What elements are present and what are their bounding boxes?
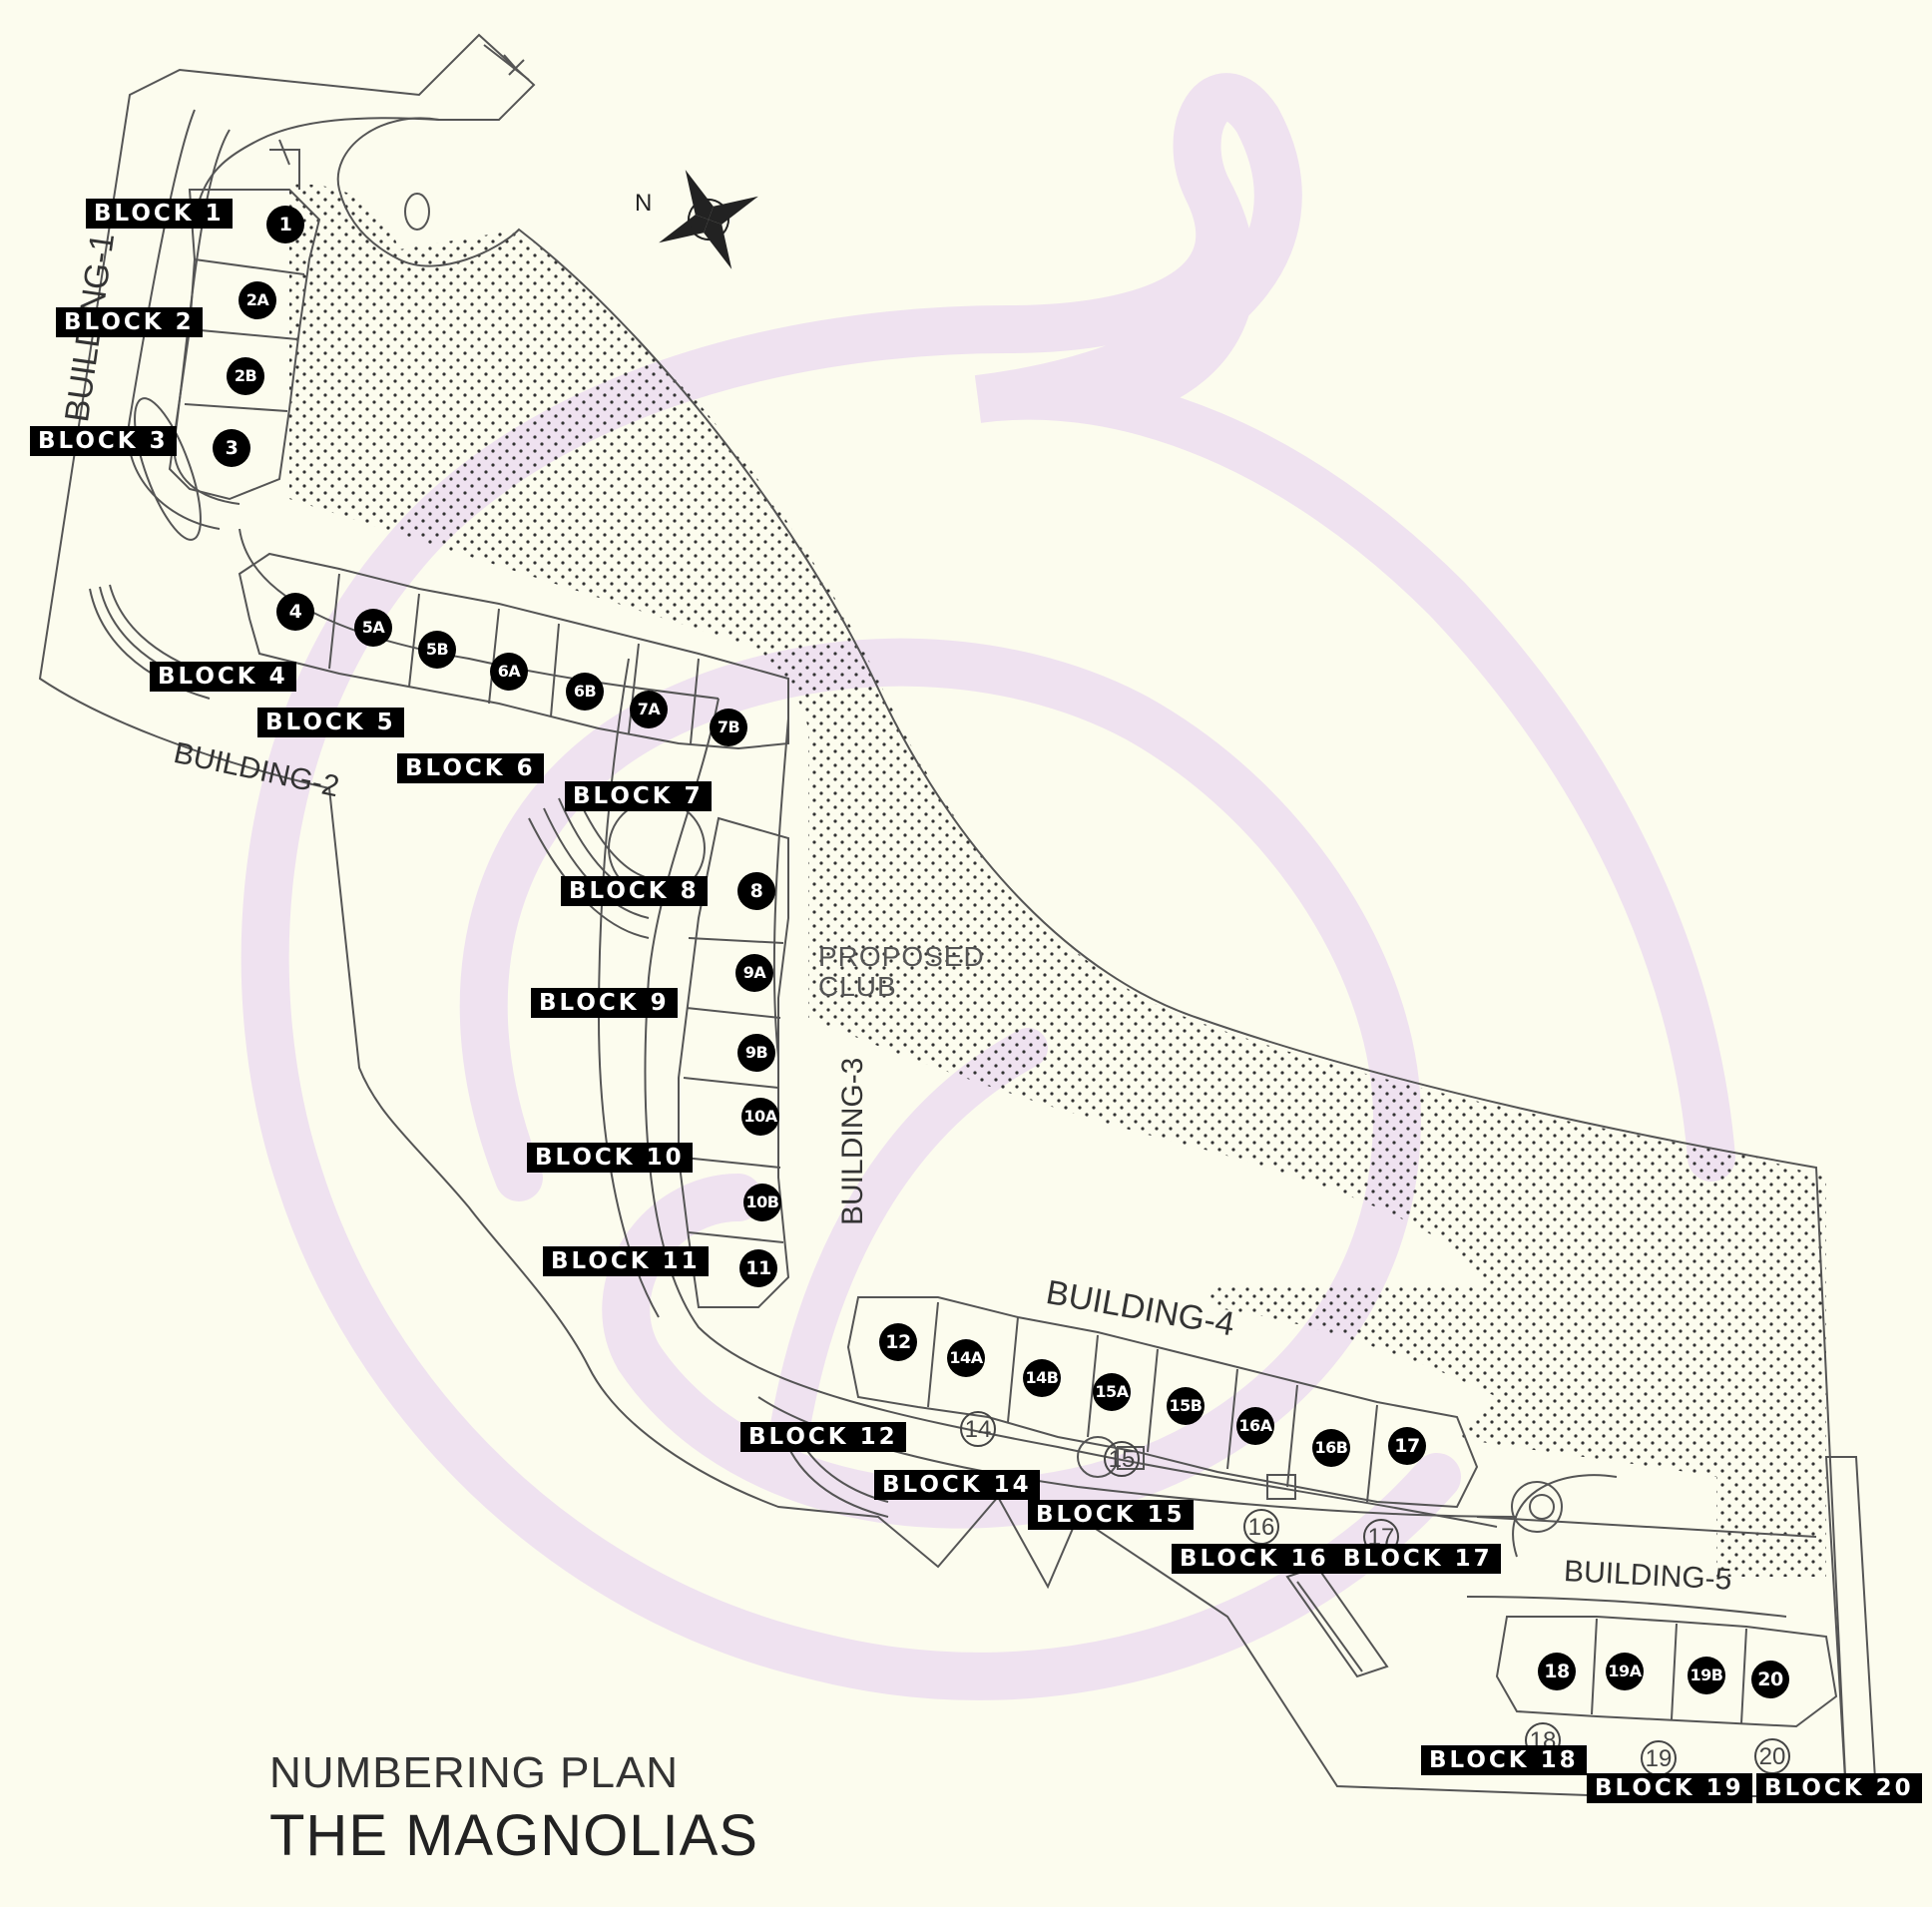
unit-marker: 1 — [266, 206, 304, 243]
project-name: THE MAGNOLIAS — [269, 1803, 758, 1868]
unit-marker: 16A — [1236, 1407, 1274, 1445]
unit-marker: 12 — [879, 1323, 917, 1361]
unit-marker: 15A — [1093, 1373, 1131, 1411]
block-label: BLOCK 18 — [1421, 1745, 1587, 1775]
unit-marker: 6A — [490, 653, 528, 691]
unit-marker: 14B — [1023, 1359, 1061, 1397]
unit-marker: 20 — [1751, 1661, 1789, 1698]
unit-marker: 7A — [630, 691, 668, 728]
building-3-label: BUILDING-3 — [836, 1057, 869, 1225]
unit-marker: 9B — [737, 1034, 775, 1072]
road-number-19: 19 — [1641, 1740, 1677, 1776]
block-label: BLOCK 3 — [30, 426, 177, 456]
unit-marker: 18 — [1538, 1653, 1576, 1690]
unit-marker: 5A — [354, 609, 392, 647]
block-label: BLOCK 1 — [86, 199, 233, 229]
block-label: BLOCK 17 — [1335, 1544, 1501, 1574]
road-number-16: 16 — [1243, 1509, 1279, 1545]
building-2-footprint — [238, 552, 789, 750]
site-boundary — [38, 33, 1848, 1797]
block-label: BLOCK 11 — [543, 1246, 709, 1276]
building-3-footprint — [678, 816, 790, 1308]
road-number-14: 14 — [960, 1411, 996, 1447]
north-label: N — [635, 190, 653, 217]
road-number-20: 20 — [1754, 1738, 1790, 1774]
unit-marker: 3 — [213, 429, 250, 467]
unit-marker: 5B — [418, 631, 456, 669]
compass-rose-icon — [659, 170, 758, 269]
dotted-green-area — [289, 184, 1826, 1578]
unit-marker: 8 — [737, 872, 775, 910]
unit-marker: 10B — [743, 1184, 781, 1221]
block-label: BLOCK 2 — [56, 307, 203, 337]
unit-marker: 9A — [735, 954, 773, 992]
road-number-15: 15 — [1104, 1441, 1140, 1477]
block-label: BLOCK 15 — [1028, 1500, 1194, 1530]
proposed-club-label: PROPOSED CLUB — [818, 942, 985, 1002]
block-label: BLOCK 14 — [874, 1470, 1040, 1500]
unit-marker: 17 — [1388, 1427, 1426, 1465]
plan-title: NUMBERING PLAN — [269, 1748, 680, 1797]
unit-marker: 16B — [1312, 1429, 1350, 1467]
proposed-club-line-1: PROPOSED — [818, 941, 985, 972]
unit-marker: 15B — [1167, 1387, 1205, 1425]
block-label: BLOCK 7 — [565, 781, 712, 811]
unit-marker: 7B — [710, 709, 747, 746]
block-label: BLOCK 20 — [1756, 1773, 1922, 1803]
unit-marker: 4 — [276, 593, 314, 631]
unit-marker: 6B — [566, 673, 604, 711]
block-label: BLOCK 5 — [257, 708, 404, 737]
block-label: BLOCK 8 — [561, 876, 708, 906]
unit-marker: 10A — [741, 1098, 779, 1136]
block-label: BLOCK 9 — [531, 988, 678, 1018]
unit-marker: 2B — [227, 357, 264, 395]
block-label: BLOCK 4 — [150, 662, 296, 692]
unit-marker: 11 — [739, 1249, 777, 1287]
unit-marker: 14A — [947, 1339, 985, 1377]
unit-marker: 19B — [1688, 1657, 1725, 1694]
block-label: BLOCK 6 — [397, 753, 544, 783]
proposed-club-line-2: CLUB — [818, 971, 897, 1002]
block-label: BLOCK 16 — [1172, 1544, 1337, 1574]
block-label: BLOCK 12 — [740, 1422, 906, 1452]
unit-marker: 19A — [1606, 1653, 1644, 1690]
block-label: BLOCK 10 — [527, 1143, 693, 1173]
unit-marker: 2A — [239, 281, 276, 319]
swirl-logo-watermark — [241, 73, 1735, 1700]
building-1-footprint — [168, 139, 321, 501]
block-label: BLOCK 19 — [1587, 1773, 1752, 1803]
